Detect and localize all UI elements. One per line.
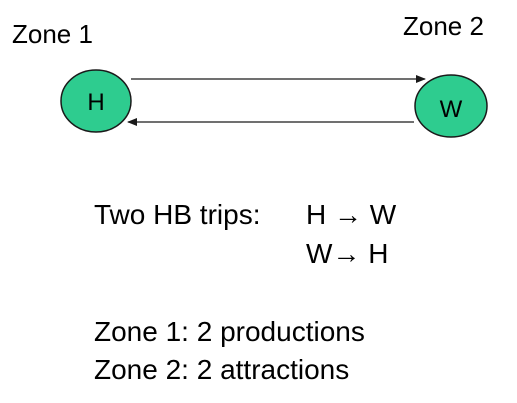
zone-1-summary: Zone 1: 2 productions bbox=[94, 316, 365, 347]
zone-2-node bbox=[414, 74, 488, 138]
zone-1-node-label: H bbox=[87, 89, 104, 116]
zone-2-label: Zone 2 bbox=[403, 11, 484, 41]
trips-label: Two HB trips: bbox=[94, 199, 261, 230]
zone-1-node bbox=[60, 69, 132, 133]
zone-2-summary: Zone 2: 2 attractions bbox=[94, 354, 350, 385]
trip-item: W→ H bbox=[306, 238, 389, 269]
zone-2-node-label: W bbox=[440, 96, 463, 123]
zone-1-label: Zone 1 bbox=[12, 19, 93, 49]
trip-item: H → W bbox=[306, 199, 397, 230]
